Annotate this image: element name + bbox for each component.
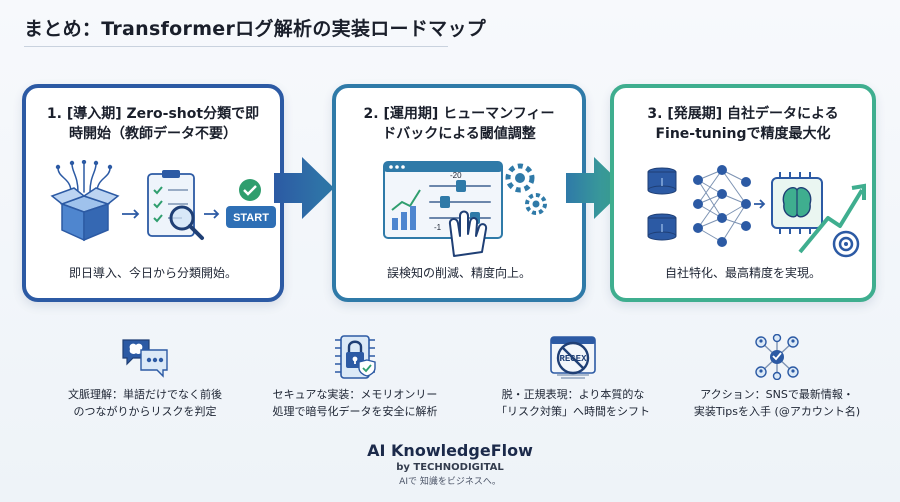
phase-1-title: 1. [導入期] Zero-shot分類で即 時開始（教師データ不要） [36, 104, 270, 144]
brand-footer: AI KnowledgeFlow by TECHNODIGITAL AIで 知識… [0, 441, 900, 487]
phase-3-title-line-2: Fine-tuningで精度最大化 [655, 126, 831, 142]
feature-no-regex: REGEX 脱・正規表現：より本質的な 「リスク対策」へ時間をシフト [468, 334, 678, 420]
arrow-right-icon [274, 157, 334, 219]
page-title: まとめ：Transformerログ解析の実装ロードマップ [24, 18, 487, 40]
chat-brain-icon [122, 339, 168, 378]
phase-card-1: 1. [導入期] Zero-shot分類で即 時開始（教師データ不要） STAR… [22, 84, 284, 302]
brand-tagline: AIで 知識をビジネスへ。 [399, 477, 501, 487]
feature-no-regex-line-2: 「リスク対策」へ時間をシフト [496, 405, 650, 418]
chip-lock-icon [335, 335, 376, 379]
slider-value-top: -20 [450, 171, 462, 180]
data-neural-ai-icon [647, 165, 866, 258]
feature-context-line-2: のつながりからリスクを判定 [73, 405, 217, 418]
phase-2-title-line-1: 2. [運用期] ヒューマンフィー [363, 106, 555, 122]
dashboard-tuning-icon: -20 -1 [383, 161, 547, 257]
feature-context-line-1: 文脈理解：単語だけでなく前後 [68, 388, 222, 401]
feature-no-regex-line-1: 脱・正規表現：より本質的な [501, 388, 645, 401]
feature-secure: セキュアな実装：メモリオンリー 処理で暗号化データを安全に解析 [250, 334, 460, 420]
no-regex-icon: REGEX [550, 336, 596, 379]
phase-2-title-line-2: ドバックによる閾値調整 [382, 126, 536, 142]
start-badge: START [233, 212, 269, 224]
phase-1-title-line-2: 時開始（教師データ不要） [69, 126, 237, 142]
phase-card-2: 2. [運用期] ヒューマンフィー ドバックによる閾値調整 -20 -1 誤検知… [332, 84, 586, 302]
feature-secure-line-2: 処理で暗号化データを安全に解析 [272, 405, 438, 418]
feature-action-line-1: アクション：SNSで最新情報・ [700, 388, 854, 401]
feature-secure-line-1: セキュアな実装：メモリオンリー [272, 388, 438, 401]
phase-3-description: 自社特化、最高精度を実現。 [664, 266, 821, 280]
feature-action-line-2: 実装Tipsを入手 (@アカウント名) [693, 405, 861, 418]
brand-by: by TECHNODIGITAL [396, 462, 504, 473]
phase-2-description: 誤検知の削減、精度向上。 [386, 266, 531, 280]
phase-card-3: 3. [発展期] 自社データによる Fine-tuningで精度最大化 自社特化… [610, 84, 876, 302]
phase-3-title: 3. [発展期] 自社データによる Fine-tuningで精度最大化 [624, 104, 862, 144]
feature-action: アクション：SNSで最新情報・ 実装Tipsを入手 (@アカウント名) [672, 334, 882, 420]
phase-2-title: 2. [運用期] ヒューマンフィー ドバックによる閾値調整 [346, 104, 572, 144]
phase-1-description: 即日導入、今日から分類開始。 [68, 266, 237, 280]
feature-context: 文脈理解：単語だけでなく前後 のつながりからリスクを判定 [40, 334, 250, 420]
box-checklist-start-icon: START [50, 160, 276, 242]
brand-name: AI KnowledgeFlow [367, 441, 533, 460]
slider-value-bottom: -1 [434, 223, 442, 232]
arrow-right-icon [566, 157, 626, 219]
phase-1-title-line-1: 1. [導入期] Zero-shot分類で即 [46, 106, 260, 122]
title-divider [24, 46, 448, 47]
network-icon [755, 334, 799, 380]
phase-3-title-line-1: 3. [発展期] 自社データによる [647, 106, 839, 122]
